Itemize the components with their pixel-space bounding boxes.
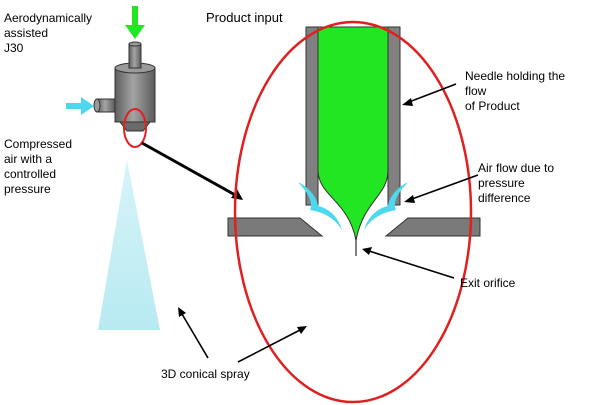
- nozzle-inlet-face: [128, 41, 142, 47]
- device-label-line3: J30: [4, 41, 24, 55]
- device-label-line2: assisted: [4, 26, 49, 40]
- needle-label-line3: of Product: [465, 99, 520, 113]
- exit-orifice-label: Exit orifice: [460, 276, 516, 290]
- compressed-air-label-line4: pressure: [4, 182, 51, 196]
- j30-nozzle-device: [93, 41, 156, 132]
- nozzle-side-port-face: [93, 98, 101, 113]
- spray-leader-arrow-cone: [178, 307, 209, 359]
- spray-leader-arrow-ring: [237, 326, 307, 363]
- nozzle-highlight-ring: [123, 108, 147, 148]
- airflow-label-line3: difference: [478, 191, 531, 205]
- nozzle-top-inlet: [128, 43, 142, 69]
- product-input-label: Product input: [206, 10, 283, 25]
- zoom-connector-line: [141, 141, 238, 198]
- air-flow-left: [298, 182, 342, 230]
- compressed-air-arrow: [66, 97, 94, 115]
- spray-cone: [98, 160, 160, 330]
- spray-label: 3D conical spray: [161, 367, 250, 381]
- needle-wall-right: [387, 26, 401, 206]
- product-input-arrow: [125, 6, 145, 39]
- airflow-leader-arrow: [404, 174, 479, 203]
- device-label-line1: Aerodynamically: [4, 11, 93, 25]
- orifice-plate-right: [384, 217, 481, 237]
- air-flow-right: [364, 182, 408, 230]
- nozzle-body: [114, 67, 156, 123]
- product-flow: [317, 26, 389, 241]
- needle-label-line2: flow: [465, 84, 487, 98]
- airflow-label-line1: Air flow due to: [478, 161, 555, 175]
- compressed-air-label-line1: Compressed: [4, 137, 73, 151]
- zoom-connector-arrowhead: [231, 189, 243, 200]
- compressed-air-label-line3: controlled: [4, 167, 57, 181]
- airflow-label-line2: pressure: [478, 176, 525, 190]
- exit-orifice-leader-arrow: [362, 247, 455, 279]
- enlarged-view-ring: [233, 20, 473, 404]
- needle-leader-arrow: [402, 83, 457, 106]
- compressed-air-label-line2: air with a: [4, 152, 53, 166]
- orifice-plate-left: [227, 217, 324, 237]
- needle-wall-left: [305, 26, 319, 206]
- needle-label-line1: Needle holding the: [465, 69, 566, 83]
